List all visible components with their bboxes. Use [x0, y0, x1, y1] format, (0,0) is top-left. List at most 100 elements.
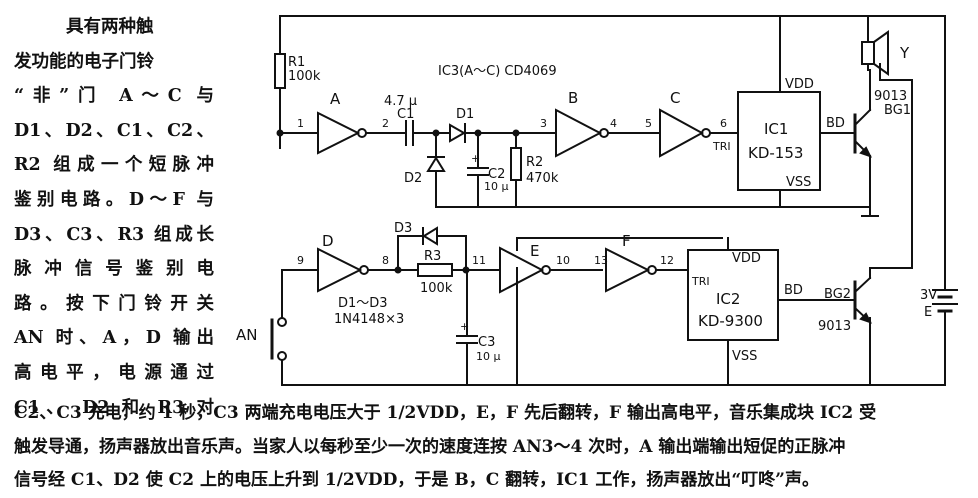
- description-line: R2 组成一个短脉冲: [14, 155, 214, 176]
- d3-label: D3: [394, 221, 412, 236]
- not-gate-b: [555, 108, 609, 158]
- r2-value: 470k: [526, 171, 559, 186]
- pin-label: 9: [297, 254, 304, 267]
- pin-label: 6: [720, 117, 727, 130]
- diode-d2: [426, 132, 446, 208]
- battery-voltage-label: 3V: [920, 288, 937, 303]
- ic1-vss-label: VSS: [786, 175, 811, 190]
- c3-label: C3: [478, 335, 495, 350]
- gate-a-label: A: [330, 90, 341, 108]
- c2-value: 10 μ: [484, 180, 509, 193]
- resistor-r3: [417, 263, 501, 277]
- resistor-r2: [510, 132, 522, 208]
- ic1-bd-label: BD: [826, 116, 845, 131]
- pin-label: 2: [382, 117, 389, 130]
- ic1-tri-label: TRI: [712, 140, 731, 153]
- gate-c-label: C: [670, 89, 680, 107]
- pin-label: 3: [540, 117, 547, 130]
- ic2-vdd-label: VDD: [732, 251, 761, 266]
- description-line: 高电平，电源通过: [14, 362, 214, 383]
- description-line: C2、C3 充电，约 1 秒，C3 两端充电电压大于 1/2VDD，E，F 先后…: [14, 403, 877, 423]
- pin-label: 8: [382, 254, 389, 267]
- description-line: 触发导通，扬声器放出音乐声。当家人以每秒至少一次的速度连按 AN3～4 次时，A…: [14, 436, 846, 457]
- pin-label: 10: [556, 254, 570, 267]
- not-gate-e: [499, 246, 551, 294]
- d1-label: D1: [456, 107, 474, 122]
- ic2-model: KD-9300: [698, 312, 763, 330]
- pin-label: 11: [472, 254, 486, 267]
- power-rail-top: [279, 15, 946, 386]
- capacitor-c3: [456, 269, 478, 359]
- description-title: 具有两种触: [66, 17, 154, 37]
- diode-d1: [449, 123, 467, 143]
- r2-label: R2: [526, 155, 543, 170]
- ic1-chip: [737, 91, 821, 191]
- diode-note-1: D1～D3: [338, 296, 388, 311]
- description-line: 信号经 C1、D2 使 C2 上的电压上升到 1/2VDD，于是 B，C 翻转，…: [14, 470, 819, 490]
- pin-label: 1: [297, 117, 304, 130]
- speaker-label: Y: [899, 44, 910, 62]
- description-line: 鉴别电路。D～F 与: [14, 189, 214, 210]
- pin-label: 4: [610, 117, 617, 130]
- transistor-bg1: [853, 69, 872, 208]
- left-description: 具有两种触 发功能的电子门铃 “非”门 A～C 与 D1、D2、C1、C2、 R…: [14, 10, 214, 425]
- ic2-vss-label: VSS: [732, 349, 757, 364]
- c1-label: C1: [397, 107, 414, 122]
- ic2-label: IC2: [716, 290, 740, 308]
- c1-value: 4.7 μ: [384, 94, 417, 109]
- an-label: AN: [236, 326, 257, 344]
- gate-f-label: F: [622, 232, 631, 250]
- pin-label: 5: [645, 117, 652, 130]
- battery-label: E: [924, 305, 932, 320]
- gate-d-label: D: [322, 232, 334, 250]
- r1-value: 100k: [288, 69, 321, 84]
- gate-e-label: E: [530, 242, 539, 260]
- description-line: 路。按下门铃开关: [14, 293, 214, 314]
- description-line: D1、D2、C1、C2、: [14, 120, 214, 141]
- diode-note-2: 1N4148×3: [334, 312, 404, 327]
- bg2-model: 9013: [818, 319, 851, 334]
- ic2-chip: [687, 249, 779, 341]
- pin-label: 13: [594, 254, 608, 267]
- transistor-bg2: [853, 267, 872, 324]
- c2-label: C2: [488, 167, 505, 182]
- pin-label: 12: [660, 254, 674, 267]
- description-line: 脉冲信号鉴别电: [14, 259, 214, 280]
- speaker-icon: [861, 30, 889, 76]
- bg1-model: 9013: [874, 89, 907, 104]
- description-line: C1、 D2 和 R3 对: [14, 397, 214, 418]
- r1-label: R1: [288, 55, 305, 70]
- capacitor-c1: [405, 120, 414, 146]
- r3-value: 100k: [420, 281, 453, 296]
- bg2-label: BG2: [824, 287, 851, 302]
- ic3-label: IC3(A～C) CD4069: [438, 64, 557, 79]
- ic1-label: IC1: [764, 120, 788, 138]
- c3-polarity: +: [460, 320, 469, 333]
- diode-d3: [397, 226, 467, 271]
- bg1-label: BG1: [884, 103, 911, 118]
- ic1-model: KD-153: [748, 144, 803, 162]
- not-gate-f: [605, 247, 657, 293]
- c3-value: 10 μ: [476, 350, 501, 363]
- not-gate-c: [659, 108, 711, 158]
- not-gate-d: [317, 247, 369, 293]
- description-line: AN 时、A，D 输出: [14, 328, 214, 349]
- description-line: “非”门 A～C 与: [14, 86, 214, 107]
- capacitor-c2: [467, 132, 489, 208]
- c2-polarity: +: [471, 152, 480, 165]
- description-line: D3、C3、R3 组成长: [14, 224, 214, 245]
- ic1-vdd-label: VDD: [785, 77, 814, 92]
- ic2-tri-label: TRI: [691, 275, 710, 288]
- ic2-bd-label: BD: [784, 283, 803, 298]
- resistor-r1: [274, 15, 286, 149]
- battery-symbol: [932, 289, 958, 319]
- r3-label: R3: [424, 249, 441, 264]
- push-switch-an: [270, 317, 287, 361]
- gate-b-label: B: [568, 89, 578, 107]
- bottom-description: C2、C3 充电，约 1 秒，C3 两端充电电压大于 1/2VDD，E，F 先后…: [14, 397, 969, 498]
- d2-label: D2: [404, 171, 422, 186]
- description-line: 发功能的电子门铃: [14, 51, 154, 72]
- not-gate-a: [317, 111, 367, 155]
- ground-rail-bottom: [281, 267, 946, 386]
